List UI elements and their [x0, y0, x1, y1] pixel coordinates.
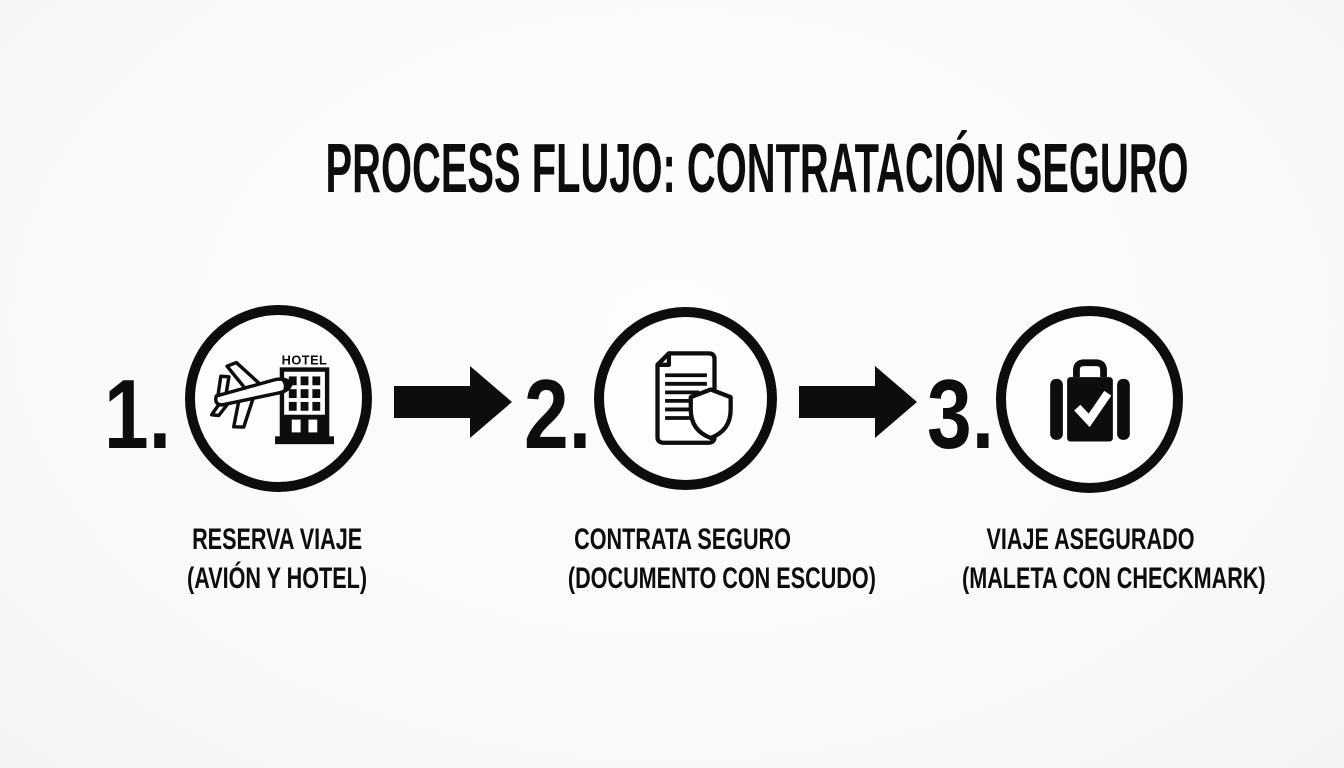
plane-hotel-icon: HOTEL [209, 352, 334, 444]
document-shield-icon [654, 350, 733, 445]
step-2-label: CONTRATA SEGURO (DOCUMENTO CON ESCUDO) [508, 523, 876, 601]
arrow-right-icon [394, 366, 512, 438]
suitcase-handle [1072, 358, 1107, 377]
step-3-label: VIAJE ASEGURADO (MALETA CON CHECKMARK) [903, 523, 1278, 601]
suitcase-checkmark-icon [1049, 358, 1130, 442]
page-title: PROCESS FLUJO: CONTRATACIÓN SEGURO [0, 133, 1300, 203]
arrow-right-icon [799, 366, 917, 438]
hotel-building: HOTEL [274, 352, 334, 444]
step-2-label-line2: (DOCUMENTO CON ESCUDO) [567, 562, 876, 595]
hotel-sign-text: HOTEL [281, 352, 327, 367]
step-2-number: 2. [524, 359, 592, 469]
document-lines [664, 372, 707, 420]
shield [688, 386, 733, 440]
step-1-circle: HOTEL [185, 305, 372, 492]
step-1-label: RESERVA VIAJE (AVIÓN Y HOTEL) [120, 523, 435, 601]
step-3-label-line2: (MALETA CON CHECKMARK) [962, 562, 1266, 595]
step-1-number: 1. [104, 359, 172, 469]
page-title-text: PROCESS FLUJO: CONTRATACIÓN SEGURO [325, 129, 1189, 207]
step-3-circle [996, 306, 1183, 493]
step-2-circle [594, 307, 777, 490]
checkmark [1073, 390, 1111, 427]
step-1-label-line2: (AVIÓN Y HOTEL) [187, 562, 368, 595]
step-2-label-line1: CONTRATA SEGURO [574, 523, 792, 556]
airplane [209, 360, 293, 429]
step-3-number: 3. [927, 359, 995, 469]
step-1-label-line1: RESERVA VIAJE [192, 523, 363, 556]
step-3-label-line1: VIAJE ASEGURADO [986, 523, 1195, 556]
